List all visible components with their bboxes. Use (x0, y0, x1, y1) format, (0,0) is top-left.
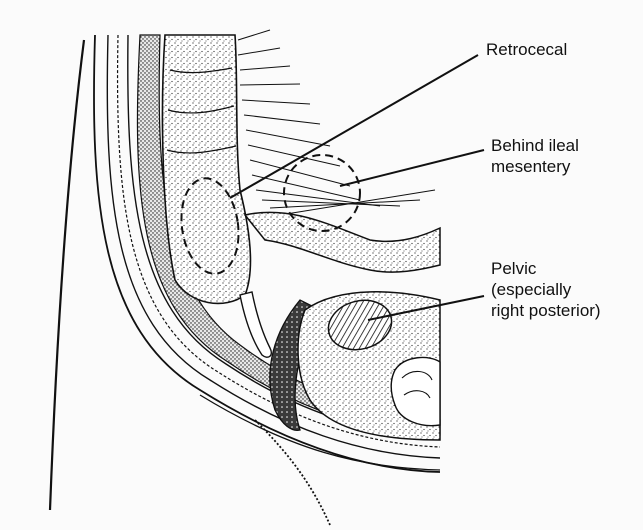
body-outline (50, 40, 84, 510)
sacrum-edge (255, 420, 330, 525)
label-behind-ileal-mesentery: Behind ileal mesentery (491, 135, 579, 177)
label-behind-ileal-line2: mesentery (491, 156, 579, 177)
label-behind-ileal-line1: Behind ileal (491, 135, 579, 156)
label-retrocecal: Retrocecal (486, 39, 567, 60)
label-pelvic: Pelvic (especially right posterior) (491, 258, 601, 321)
retrocecal-leader (230, 55, 478, 198)
label-pelvic-line3: right posterior) (491, 300, 601, 321)
label-pelvic-line2: (especially (491, 279, 601, 300)
ileal-leader (340, 150, 484, 186)
mesentery-fan (238, 30, 435, 215)
cecum (162, 35, 250, 303)
label-retrocecal-text: Retrocecal (486, 39, 567, 60)
ileum (245, 212, 440, 272)
appendix (240, 292, 271, 357)
label-pelvic-line1: Pelvic (491, 258, 601, 279)
